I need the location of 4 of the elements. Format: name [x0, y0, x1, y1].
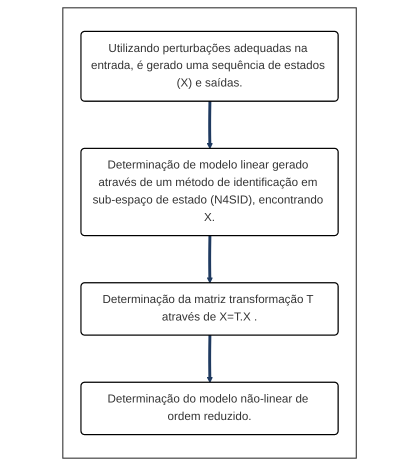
- arrow: [207, 102, 214, 150]
- cluster: [62, 7, 358, 459]
- arrow: [207, 236, 214, 284]
- arrow: [207, 335, 214, 383]
